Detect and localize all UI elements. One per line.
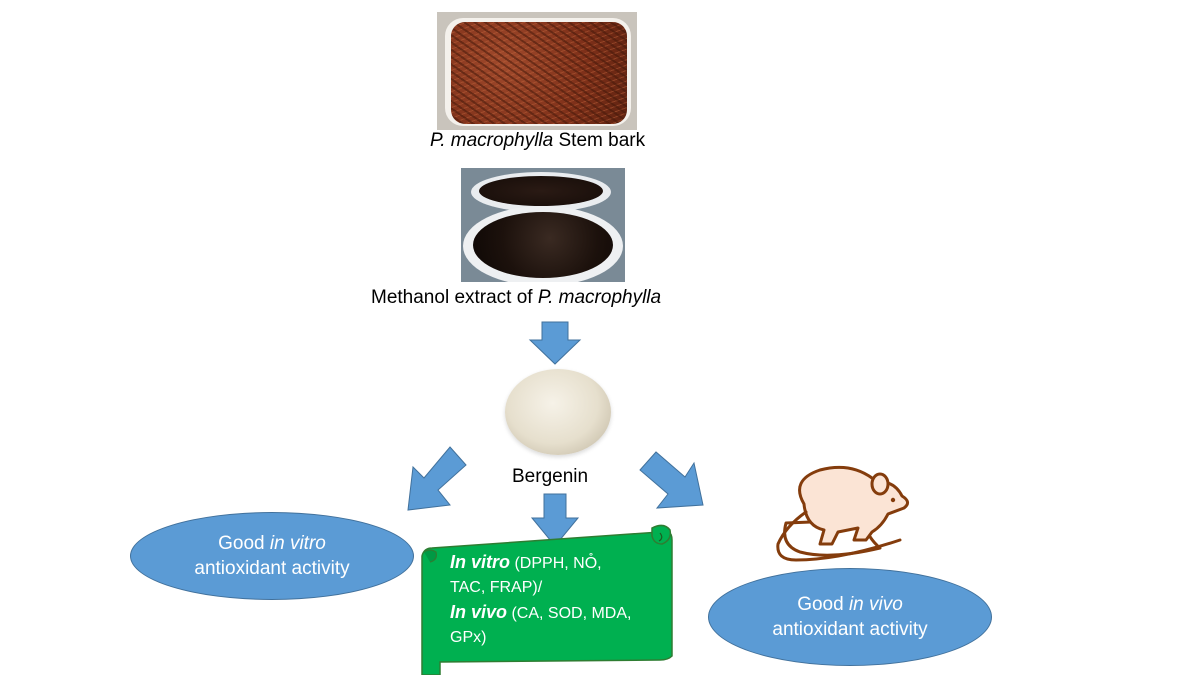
stem-bark-caption: P. macrophylla Stem bark	[430, 130, 645, 152]
arrow-to-in-vivo	[639, 451, 704, 509]
rat-icon	[776, 465, 909, 562]
bergenin-powder-photo	[502, 366, 616, 462]
in-vitro-result-oval: Good in vitro antioxidant activity	[130, 512, 414, 600]
in-vitro-assays-b: TAC, FRAP)/	[450, 579, 543, 596]
in-vitro-good: Good	[218, 533, 270, 554]
in-vivo-result-line1: Good in vivo	[797, 592, 903, 617]
arrow-to-in-vitro	[407, 446, 467, 511]
in-vitro-assays-line1: In vitro (DPPH, NO̊,	[450, 550, 665, 576]
arrow-down-to-bergenin	[528, 321, 582, 365]
in-vivo-result-line2: antioxidant activity	[772, 619, 928, 640]
in-vivo-good: Good	[797, 594, 849, 615]
assay-scroll	[421, 524, 673, 675]
stem-bark-photo	[437, 12, 637, 130]
methanol-extract-photo	[461, 168, 625, 282]
bergenin-caption: Bergenin	[512, 466, 589, 487]
stem-bark-label: Stem bark	[553, 130, 646, 151]
in-vivo-assays-a: (CA, SOD, MDA,	[507, 605, 632, 622]
in-vitro-label: In vitro	[450, 552, 511, 572]
in-vivo-result-oval: Good in vivo antioxidant activity	[708, 568, 992, 666]
assay-list: In vitro (DPPH, NO̊, TAC, FRAP)/ In vivo…	[450, 550, 665, 650]
in-vivo-term: in vivo	[848, 594, 903, 615]
extract-label: Methanol extract of	[371, 287, 538, 308]
in-vitro-result-line1: Good in vitro	[218, 531, 326, 556]
arrow-down-to-assays	[530, 493, 580, 547]
in-vitro-result-line2: antioxidant activity	[194, 558, 350, 579]
extract-caption: Methanol extract of P. macrophylla	[371, 287, 661, 309]
stem-bark-species: P. macrophylla	[430, 130, 554, 151]
extract-species: P. macrophylla	[537, 287, 662, 308]
in-vivo-assays-line1: In vivo (CA, SOD, MDA,	[450, 600, 665, 626]
in-vitro-term: in vitro	[269, 533, 326, 554]
in-vivo-assays-b: GPx)	[450, 629, 487, 646]
in-vivo-label: In vivo	[450, 602, 508, 622]
in-vitro-assays-a: (DPPH, NO̊,	[510, 555, 602, 572]
